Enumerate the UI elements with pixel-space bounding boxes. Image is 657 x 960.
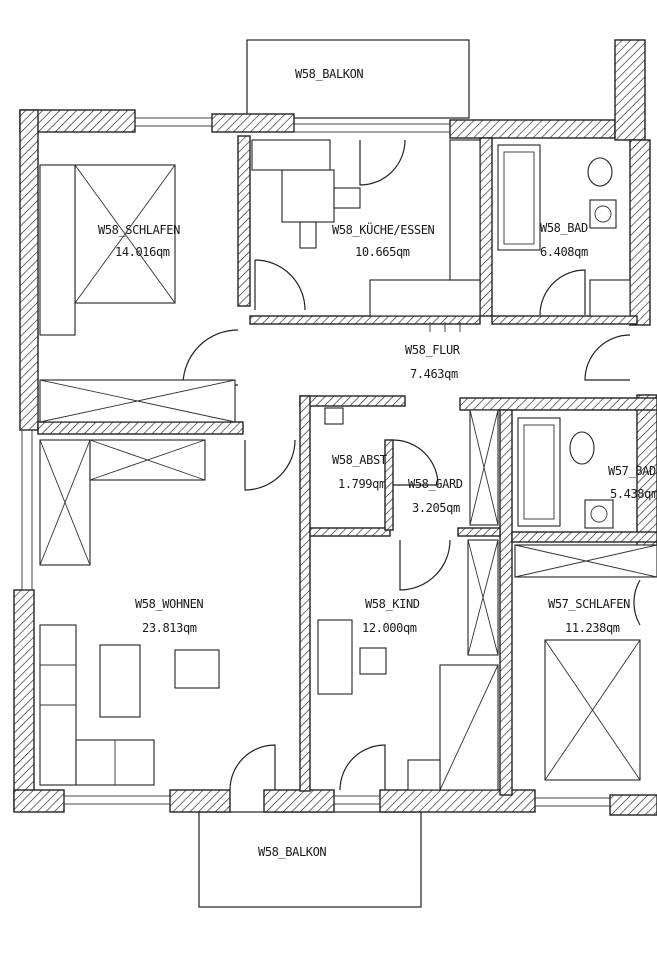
room-bad57-area: 5.438qm <box>610 487 657 501</box>
balcony-bottom <box>198 811 422 908</box>
room-bad-name: W58_BAD <box>540 221 588 235</box>
flur-markers <box>429 322 461 332</box>
room-kind-name: W58_KIND <box>365 597 420 611</box>
room-gard-name: W58_GARD <box>408 477 463 491</box>
room-schlafen57-name: W57_SCHLAFEN <box>548 597 630 611</box>
room-kueche-area: 10.665qm <box>355 245 410 259</box>
balcony-bottom-label: W58_BALKON <box>258 845 326 859</box>
doors <box>182 139 641 791</box>
room-abst-area: 1.799qm <box>338 477 386 491</box>
room-gard-area: 3.205qm <box>412 501 460 515</box>
kitchen-furniture <box>251 139 481 317</box>
room-kueche-name: W58_KÜCHE/ESSEN <box>332 221 435 237</box>
room-kind-area: 12.000qm <box>362 621 417 635</box>
kind-furniture <box>317 619 499 791</box>
balcony-top <box>246 39 470 119</box>
room-wohnen-name: W58_WOHNEN <box>135 597 203 611</box>
storage-fixtures <box>324 407 499 656</box>
bathroom-fixtures <box>497 144 631 317</box>
room-schlafen-area: 14.016qm <box>115 245 170 259</box>
room-schlafen57-area: 11.238qm <box>565 621 620 635</box>
interior-walls <box>37 135 657 796</box>
living-furniture <box>39 439 220 786</box>
room-schlafen-name: W58_SCHLAFEN <box>98 223 180 237</box>
room-abst-name: W58_ABST <box>332 453 387 467</box>
bathroom-w57-fixtures <box>517 417 614 529</box>
room-flur-area: 7.463qm <box>410 367 458 381</box>
room-flur-name: W58_FLUR <box>405 343 461 357</box>
bed-schlafen <box>39 164 236 423</box>
room-bad-area: 6.408qm <box>540 245 588 259</box>
room-wohnen-area: 23.813qm <box>142 621 197 635</box>
balcony-top-label: W58_BALKON <box>295 67 363 81</box>
room-bad57-name: W57_BAD <box>608 464 656 478</box>
bed-schlafen-w57 <box>514 544 657 781</box>
windows <box>21 117 611 807</box>
